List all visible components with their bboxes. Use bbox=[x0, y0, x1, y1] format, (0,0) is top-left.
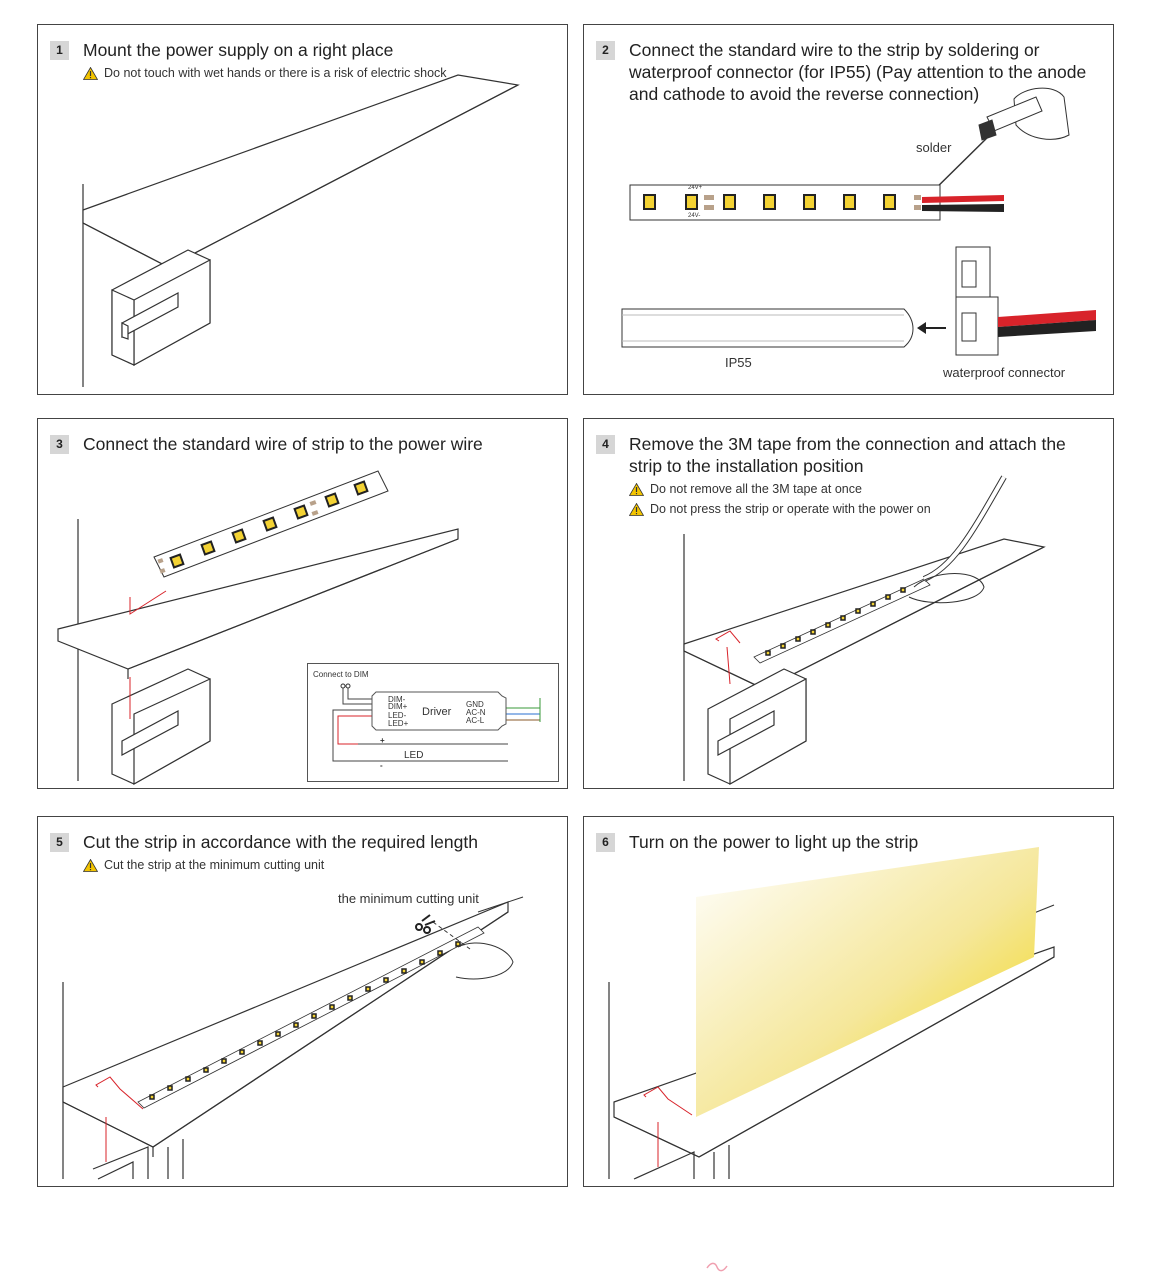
led-label: LED bbox=[404, 750, 424, 761]
warning: Do not press the strip or operate with t… bbox=[629, 500, 1103, 519]
driver-pin-ac-n: AC-N bbox=[466, 708, 486, 717]
solder-label: solder bbox=[916, 140, 952, 155]
warning: Do not touch with wet hands or there is … bbox=[83, 64, 557, 83]
driver-pin-led-minus: LED- bbox=[388, 711, 407, 720]
step-1-panel: 1 Mount the power supply on a right plac… bbox=[37, 24, 568, 395]
waterproof-connector-label: waterproof connector bbox=[943, 365, 1066, 380]
warning-icon bbox=[629, 483, 644, 496]
step-6-panel: 6 Turn on the power to light up the stri… bbox=[583, 816, 1114, 1187]
driver-pin-dim-minus: DIM- bbox=[388, 695, 406, 704]
step-title: Turn on the power to light up the strip bbox=[629, 832, 919, 852]
connect-to-dim-label: Connect to DIM bbox=[313, 670, 369, 679]
led-chips bbox=[149, 941, 461, 1100]
warning-icon bbox=[629, 503, 644, 516]
step-3-panel: Connect to DIM DIM- DIM+ LED- LED+ Drive… bbox=[37, 418, 568, 789]
ip55-label: IP55 bbox=[725, 355, 752, 370]
scissors-icon bbox=[415, 914, 436, 934]
warning-text: Do not touch with wet hands or there is … bbox=[104, 66, 447, 80]
step-title: Connect the standard wire to the strip b… bbox=[629, 40, 1087, 104]
led-plus-label: + bbox=[380, 736, 385, 745]
step-5-panel: 5 Cut the strip in accordance with the r… bbox=[37, 816, 568, 1187]
warning-text: Do not press the strip or operate with t… bbox=[650, 502, 931, 516]
step-title: Cut the strip in accordance with the req… bbox=[83, 832, 478, 852]
cutting-illustration bbox=[62, 896, 524, 1180]
warning: Cut the strip at the minimum cutting uni… bbox=[83, 856, 557, 875]
driver-pin-dim-plus: DIM+ bbox=[388, 702, 408, 711]
wiring-illustration bbox=[57, 470, 459, 786]
driver-pin-ac-l: AC-L bbox=[466, 716, 485, 725]
driver-pin-led-plus: LED+ bbox=[388, 719, 409, 728]
tape-illustration bbox=[683, 475, 1046, 786]
step-title: Mount the power supply on a right place bbox=[83, 40, 394, 60]
led-chips bbox=[765, 587, 906, 656]
soldering-illustration bbox=[621, 87, 1096, 356]
step-number: 1 bbox=[50, 41, 69, 60]
warning: Do not remove all the 3M tape at once bbox=[629, 480, 1103, 499]
decorative-squiggle-icon bbox=[706, 1262, 728, 1272]
step-number: 3 bbox=[50, 435, 69, 454]
pad-positive-label: 24V+ bbox=[688, 185, 703, 191]
warning-text: Do not remove all the 3M tape at once bbox=[650, 482, 862, 496]
light-up-illustration bbox=[608, 847, 1055, 1180]
step-4-panel: 4 Remove the 3M tape from the connection… bbox=[583, 418, 1114, 789]
step-number: 6 bbox=[596, 833, 615, 852]
step-number: 2 bbox=[596, 41, 615, 60]
minimum-cutting-unit-label: the minimum cutting unit bbox=[338, 891, 479, 906]
driver-pin-gnd: GND bbox=[466, 700, 484, 709]
step-2-panel: 2 Connect the standard wire to the strip… bbox=[583, 24, 1114, 395]
led-minus-label: - bbox=[380, 761, 383, 770]
step-title: Remove the 3M tape from the connection a… bbox=[629, 434, 1066, 476]
power-supply-illustration bbox=[82, 74, 520, 387]
driver-wires bbox=[332, 683, 541, 762]
driver-wiring-diagram: Connect to DIM DIM- DIM+ LED- LED+ Drive… bbox=[307, 663, 559, 782]
pad-negative-label: 24V- bbox=[688, 213, 701, 219]
warning-icon bbox=[83, 67, 98, 80]
warning-icon bbox=[83, 859, 98, 872]
step-number: 5 bbox=[50, 833, 69, 852]
led-chips bbox=[643, 194, 896, 210]
step-number: 4 bbox=[596, 435, 615, 454]
warning-text: Cut the strip at the minimum cutting uni… bbox=[104, 858, 325, 872]
step-title: Connect the standard wire of strip to th… bbox=[83, 434, 483, 454]
driver-name: Driver bbox=[422, 706, 452, 718]
